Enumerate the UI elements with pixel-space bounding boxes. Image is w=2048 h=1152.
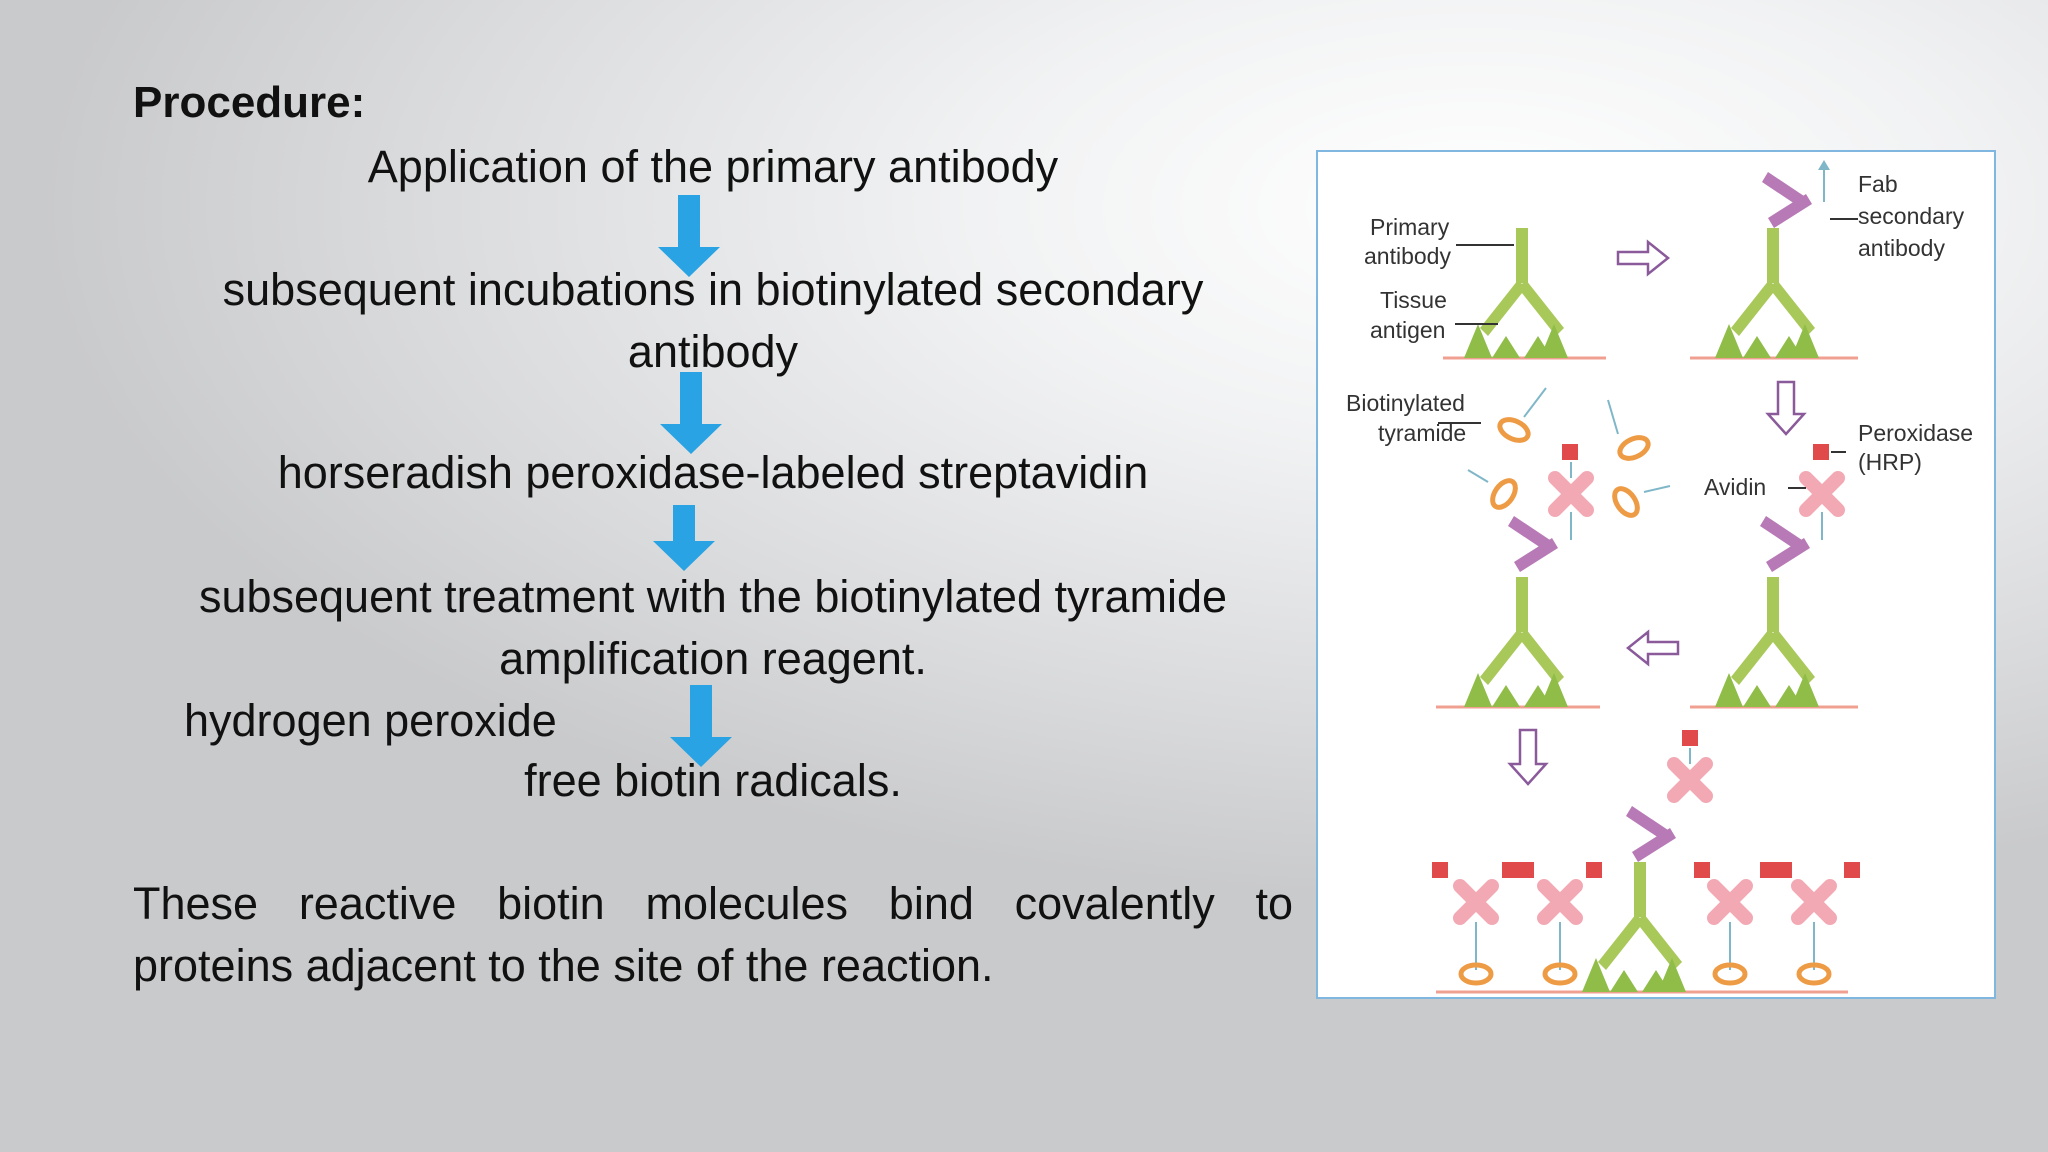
step-primary-antibody: Application of the primary antibody [367,141,1059,192]
step-tyramide: subsequent treatment with the biotinylat… [198,571,1228,684]
procedure-heading: Procedure: [133,78,366,127]
conclusion-text: These reactive biotin molecules bind cov… [133,878,1293,991]
hydrogen-peroxide-label: hydrogen peroxide [184,695,557,746]
svg-text:antibody: antibody [1858,235,1945,261]
step-free-biotin-radicals: free biotin radicals. [524,755,902,806]
label-primary-antibody: Primary [1370,214,1450,240]
svg-text:(HRP): (HRP) [1858,449,1922,475]
svg-text:antigen: antigen [1370,317,1445,343]
down-arrow-icon [670,685,732,767]
tsa-diagram: Primary antibody Tissue antigen Fab seco… [1316,150,1996,999]
label-biotinylated-tyramide: Biotinylated [1346,390,1465,416]
step-secondary-antibody: subsequent incubations in biotinylated s… [222,264,1204,377]
label-fab: Fab [1858,171,1898,197]
down-arrow-icon [660,372,722,454]
svg-text:tyramide: tyramide [1378,420,1466,446]
svg-text:antibody: antibody [1364,243,1451,269]
step-streptavidin: horseradish peroxidase-labeled streptavi… [277,447,1149,498]
label-peroxidase: Peroxidase [1858,420,1973,446]
down-arrow-icon [658,195,720,277]
label-avidin: Avidin [1704,474,1766,500]
svg-text:secondary: secondary [1858,203,1965,229]
down-arrow-icon [653,505,715,571]
label-tissue-antigen: Tissue [1380,287,1447,313]
